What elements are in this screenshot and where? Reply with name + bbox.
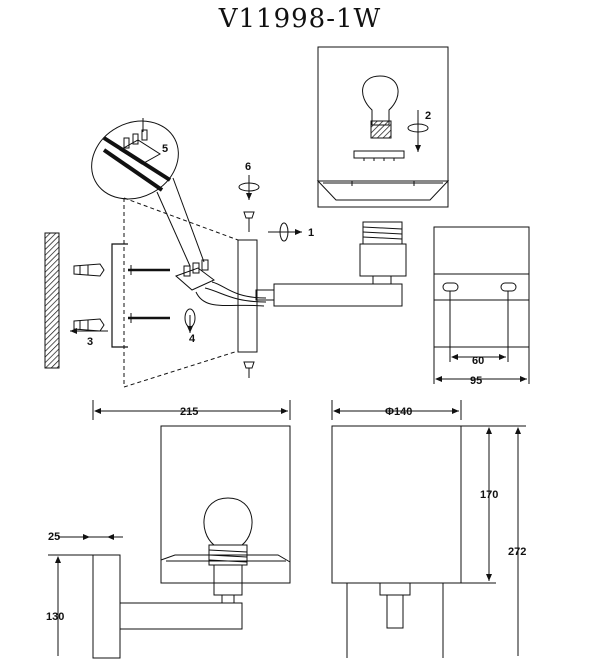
- dimension-labels: 60 95 215 Φ140 170 272 25 130: [46, 355, 526, 623]
- dim-plate-width: 95: [470, 375, 482, 387]
- step-label-6: 6: [245, 161, 251, 173]
- step-label-5: 5: [162, 143, 168, 155]
- dowel-icon: [73, 318, 105, 332]
- dim-shade-diameter: Φ140: [385, 406, 412, 418]
- step-labels: 1 2 3 4 5 6: [87, 110, 431, 348]
- exploded-installation-view: [44, 118, 407, 388]
- step-label-4: 4: [189, 333, 196, 345]
- dim-mount-spacing: 60: [472, 355, 484, 367]
- step-label-1: 1: [308, 227, 314, 239]
- shade-bulb-view: [316, 46, 450, 208]
- dim-mount-height: 130: [46, 611, 64, 623]
- dim-shade-height: 170: [480, 489, 498, 501]
- plate-view: [433, 226, 530, 384]
- bulb-icon: [362, 75, 399, 126]
- bulb-icon: [203, 497, 253, 546]
- dim-overall-width: 215: [180, 406, 198, 418]
- dowel-icon: [73, 263, 105, 277]
- dim-overall-height: 272: [508, 546, 526, 558]
- dim-plate-depth: 25: [48, 531, 60, 543]
- detail-bubble: [91, 120, 179, 200]
- side-elevation: [331, 400, 526, 658]
- front-elevation: [48, 400, 291, 659]
- wall-icon: [44, 232, 60, 369]
- step-label-2: 2: [425, 110, 431, 122]
- step-label-3: 3: [87, 336, 93, 348]
- model-title: V11998-1W: [218, 4, 382, 34]
